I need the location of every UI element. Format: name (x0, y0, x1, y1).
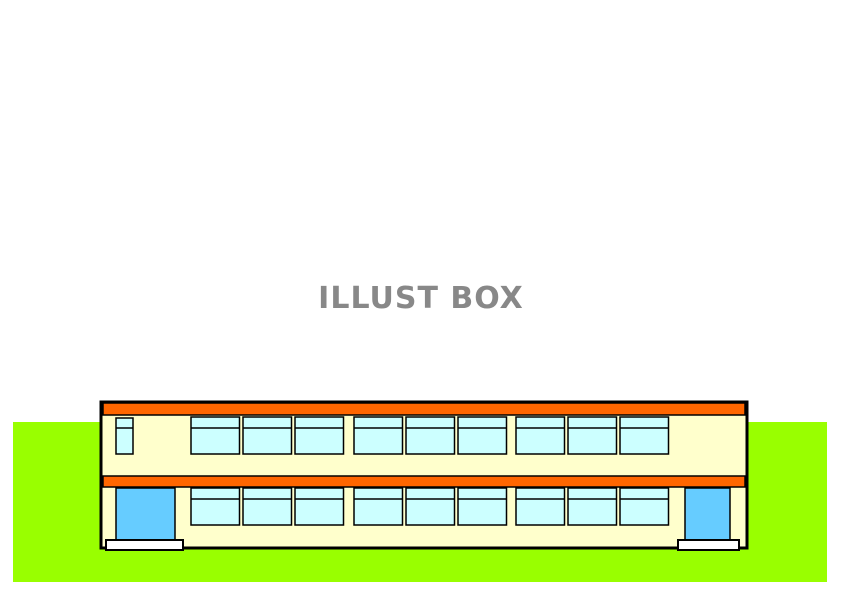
window (353, 416, 404, 455)
window (405, 416, 456, 455)
door-left (115, 487, 176, 541)
window (567, 487, 618, 526)
window (457, 416, 508, 455)
floor-band (102, 475, 746, 488)
window (567, 416, 618, 455)
window (190, 416, 241, 455)
step-right (677, 539, 740, 551)
school-building (99, 400, 749, 551)
window (190, 487, 241, 526)
window (619, 487, 670, 526)
door-right (684, 487, 731, 541)
roof-band (102, 402, 746, 416)
window (294, 416, 345, 455)
window (515, 487, 566, 526)
window (457, 487, 508, 526)
watermark-text: ILLUST BOX (318, 281, 524, 316)
window (294, 487, 345, 526)
step-left (105, 539, 184, 551)
window (242, 416, 293, 455)
window (405, 487, 456, 526)
window (353, 487, 404, 526)
window (619, 416, 670, 455)
window (515, 416, 566, 455)
window (242, 487, 293, 526)
small-window (115, 417, 134, 455)
